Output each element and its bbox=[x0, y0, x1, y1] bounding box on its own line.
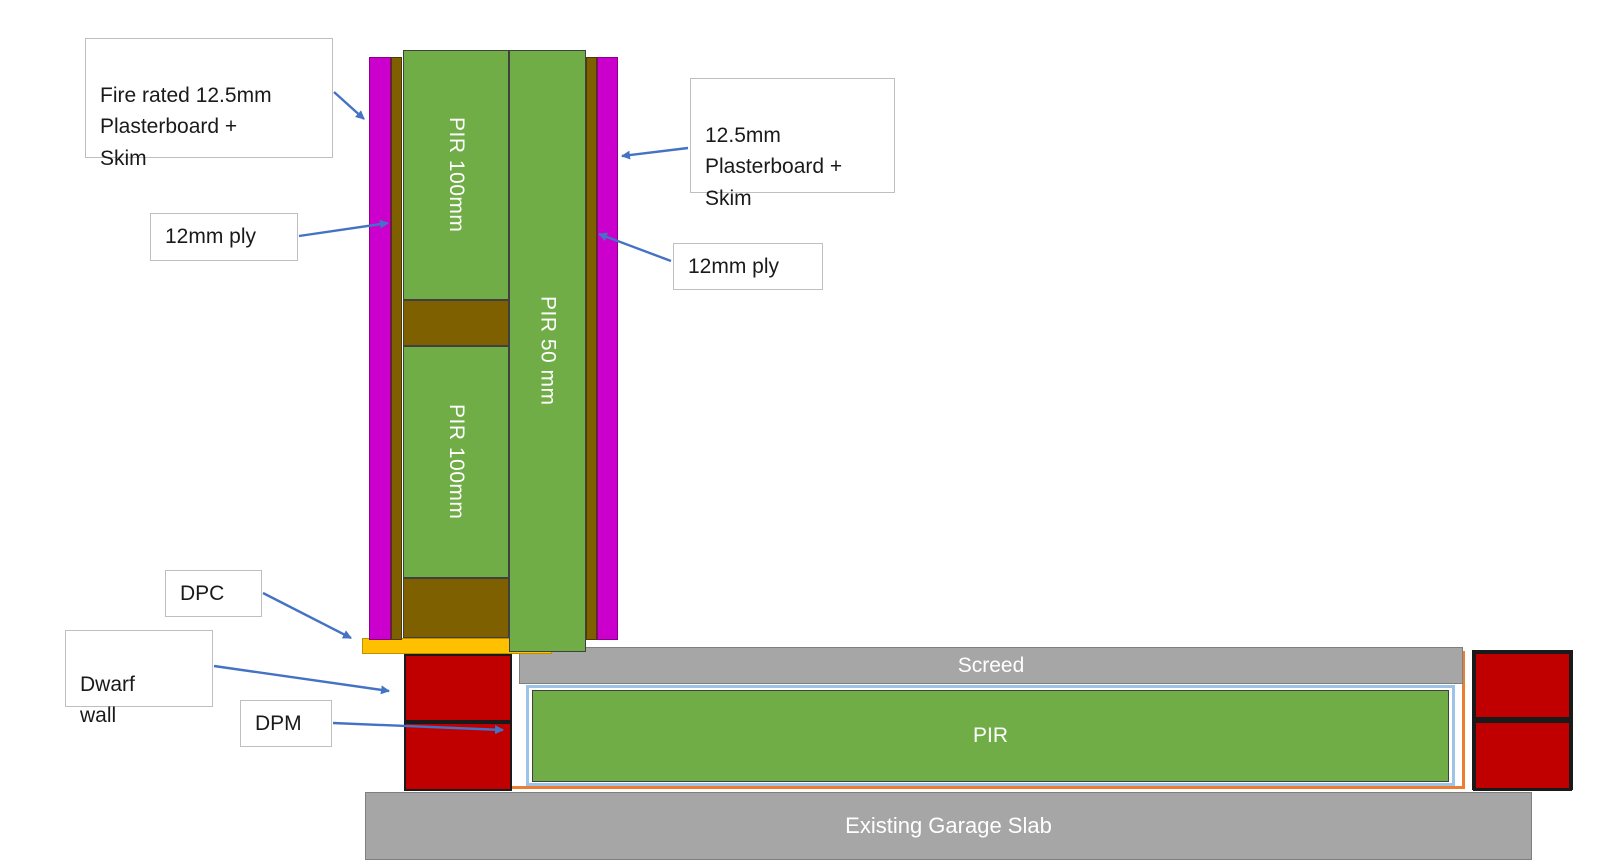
callout-dpm-text: DPM bbox=[255, 711, 302, 735]
pir-100-upper-label: PIR 100mm bbox=[445, 117, 468, 233]
wall-pir-50-layer: PIR 50 mm bbox=[509, 50, 586, 652]
floor-pir-insulation: PIR bbox=[532, 690, 1449, 782]
wall-ply-right bbox=[586, 57, 597, 640]
callout-ply-left: 12mm ply bbox=[150, 213, 298, 261]
dwarf-wall-brick bbox=[404, 654, 512, 722]
dwarf-wall-brick bbox=[404, 722, 512, 791]
callout-fire-rated-text: Fire rated 12.5mm Plasterboard + Skim bbox=[100, 83, 272, 170]
pir-100-upper: PIR 100mm bbox=[403, 50, 509, 300]
arrow-dwarf-wall bbox=[213, 664, 390, 695]
slab-label: Existing Garage Slab bbox=[845, 813, 1052, 838]
callout-dpc: DPC bbox=[165, 570, 262, 617]
callout-dwarf-wall: Dwarf wall bbox=[65, 630, 213, 727]
right-wall-bricks bbox=[1472, 650, 1573, 791]
callout-plasterboard-right-text: 12.5mm Plasterboard + Skim bbox=[705, 123, 843, 210]
floor-pir-label: PIR bbox=[972, 724, 1008, 747]
existing-garage-slab: Existing Garage Slab bbox=[365, 792, 1532, 860]
floor-screed: Screed bbox=[519, 647, 1463, 684]
callout-ply-right-text: 12mm ply bbox=[688, 254, 780, 278]
pir-100-lower-label: PIR 100mm bbox=[445, 404, 468, 520]
wall-plasterboard-left bbox=[369, 57, 391, 640]
arrow-plasterboard-right bbox=[621, 146, 689, 160]
pir-50-label: PIR 50 mm bbox=[536, 296, 560, 406]
arrow-fire-rated-plasterboard bbox=[333, 91, 365, 120]
arrow-dpc bbox=[262, 591, 352, 640]
callout-dpc-text: DPC bbox=[180, 581, 225, 605]
stud-noggin-bottom bbox=[403, 578, 509, 638]
callout-dwarf-wall-text: Dwarf wall bbox=[80, 673, 135, 727]
wall-pir-100-column: PIR 100mm PIR 100mm bbox=[403, 50, 509, 638]
wall-ply-left bbox=[391, 57, 402, 640]
pir-100-lower: PIR 100mm bbox=[403, 346, 509, 578]
dpm-membrane-blue bbox=[526, 685, 1455, 786]
dwarf-wall-bricks bbox=[404, 654, 512, 791]
callout-plasterboard-right: 12.5mm Plasterboard + Skim bbox=[690, 78, 895, 210]
right-wall-brick bbox=[1473, 720, 1572, 791]
callout-ply-right: 12mm ply bbox=[673, 243, 823, 290]
wall-plasterboard-right bbox=[597, 57, 618, 640]
callout-fire-rated-plasterboard: Fire rated 12.5mm Plasterboard + Skim bbox=[85, 38, 333, 170]
screed-label: Screed bbox=[957, 653, 1025, 677]
callout-ply-left-text: 12mm ply bbox=[165, 225, 257, 249]
right-wall-brick bbox=[1473, 651, 1572, 720]
stud-noggin-mid bbox=[403, 300, 509, 346]
callout-dpm: DPM bbox=[240, 700, 332, 747]
